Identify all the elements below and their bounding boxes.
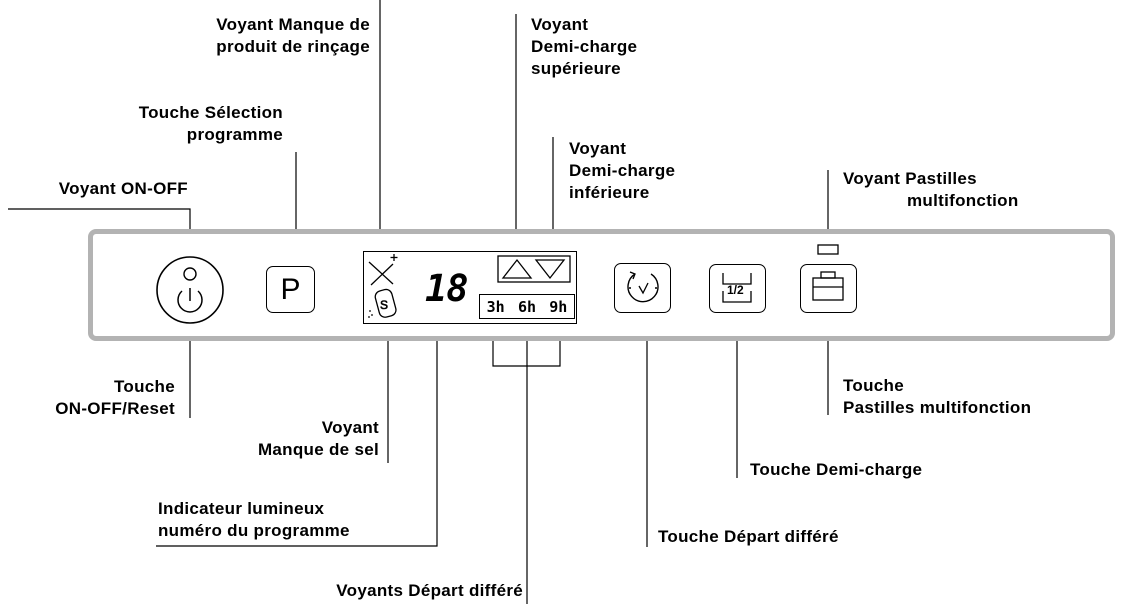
program-select-label: P: [280, 272, 301, 306]
half-load-label: 1/2: [727, 283, 744, 297]
triangle-down-icon: [534, 259, 566, 280]
rinse-aid-icon: [368, 254, 398, 286]
label-touche-pastilles: Touche Pastilles multifonction: [843, 376, 1032, 417]
label-touche-onoff: Touche ON-OFF/Reset: [55, 377, 175, 418]
half-load-icon: [722, 273, 752, 303]
label-pastilles-voyant: Voyant Pastilles multifonction: [843, 169, 1019, 210]
svg-text:S: S: [380, 298, 388, 312]
multitab-icon: [812, 271, 844, 301]
control-panel: [88, 229, 1115, 341]
label-manque-rincage: Voyant Manque de produit de rinçage: [216, 15, 370, 56]
label-touche-depart: Touche Départ différé: [658, 527, 839, 546]
delay-9h: 9h: [549, 297, 568, 316]
label-demi-sup: Voyant Demi-charge supérieure: [531, 15, 638, 78]
salt-icon: S: [368, 288, 397, 318]
delay-clock-icon: [627, 271, 659, 303]
delay-start-indicators: 3h 6h 9h: [479, 294, 575, 319]
triangle-up-icon: [501, 258, 533, 279]
label-voyant-on-off: Voyant ON-OFF: [58, 179, 188, 198]
half-load-button[interactable]: 1/2: [709, 264, 766, 313]
program-number-indicator: 18: [425, 267, 469, 310]
label-touche-demi: Touche Demi-charge: [750, 460, 923, 479]
delay-start-button[interactable]: [614, 263, 671, 313]
label-indicateur: Indicateur lumineux numéro du programme: [158, 499, 350, 540]
label-voyants-depart: Voyants Départ différé: [336, 581, 523, 600]
label-touche-selection: Touche Sélection programme: [138, 103, 283, 144]
multitab-button[interactable]: [800, 264, 857, 313]
label-manque-sel: Voyant Manque de sel: [257, 418, 379, 459]
program-select-button[interactable]: P: [266, 266, 315, 313]
multitab-indicator-icon: [817, 244, 839, 255]
half-load-indicators: [497, 255, 571, 283]
delay-3h: 3h: [486, 297, 505, 316]
label-demi-inf: Voyant Demi-charge inférieure: [569, 139, 676, 202]
power-icon[interactable]: [155, 255, 225, 325]
leader-indicateur: [156, 336, 438, 547]
delay-6h: 6h: [517, 297, 537, 316]
